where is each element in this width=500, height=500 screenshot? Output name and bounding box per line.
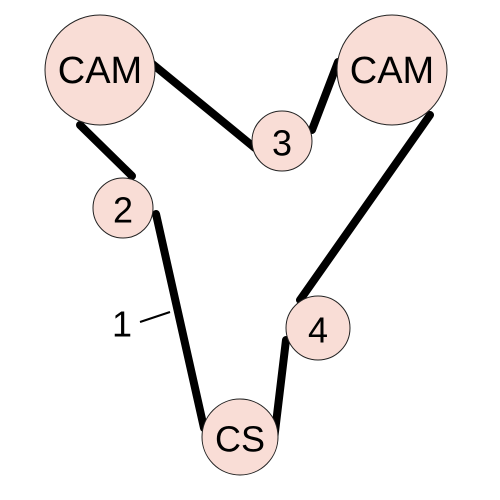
belt-segment-cam-right-to-idler-4 bbox=[296, 111, 434, 304]
belt-callout-leader bbox=[139, 311, 171, 323]
pulley-idler-3-label: 3 bbox=[272, 123, 292, 164]
pulley-cam-right: CAM bbox=[336, 14, 448, 126]
pulley-cam-left: CAM bbox=[44, 14, 156, 126]
belt-segment-idler-4-to-crankshaft bbox=[270, 336, 290, 444]
pulley-idler-2-disc bbox=[92, 177, 154, 239]
pulley-cam-right-label: CAM bbox=[350, 50, 434, 92]
pulley-idler-2: 2 bbox=[92, 177, 154, 239]
pulley-crankshaft-disc bbox=[201, 398, 279, 476]
belt-segment-cam-left-to-idler-3 bbox=[146, 58, 259, 152]
belt-segment-idler-2-to-cam-left bbox=[76, 121, 136, 180]
belt-callout-label: 1 bbox=[112, 304, 132, 345]
pulley-idler-3-disc bbox=[251, 110, 313, 172]
pulley-cam-left-disc bbox=[44, 14, 156, 126]
pulley-idler-4-disc bbox=[285, 295, 351, 361]
pulley-cam-left-label: CAM bbox=[58, 50, 142, 92]
pulley-idler-3: 3 bbox=[251, 110, 313, 172]
belt-segment-idler-3-to-cam-right bbox=[308, 58, 342, 134]
timing-belt bbox=[76, 58, 434, 444]
pulley-cam-right-disc bbox=[336, 14, 448, 126]
pulley-crankshaft-label: CS bbox=[215, 419, 265, 460]
pulley-idler-4: 4 bbox=[285, 295, 351, 361]
pulley-idler-4-label: 4 bbox=[308, 310, 328, 351]
pulley-idler-2-label: 2 bbox=[113, 190, 133, 231]
pulley-crankshaft: CS bbox=[201, 398, 279, 476]
belt-segment-crankshaft-to-idler-2 bbox=[152, 210, 208, 432]
